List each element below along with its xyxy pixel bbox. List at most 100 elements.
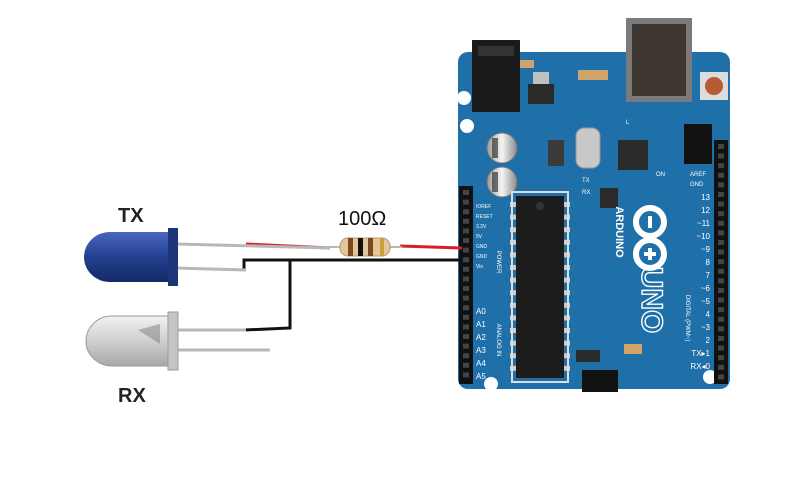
header-socket bbox=[463, 286, 469, 291]
rx-led-label: RX bbox=[582, 190, 590, 196]
digital-pin-label: ~10 bbox=[696, 232, 710, 241]
rx-led bbox=[85, 311, 270, 371]
smd-component bbox=[578, 70, 608, 80]
digital-pin-label: RX◂0 bbox=[690, 362, 710, 371]
header-socket bbox=[463, 209, 469, 215]
tx-led bbox=[84, 228, 331, 286]
reset-button bbox=[705, 77, 723, 95]
resistor-value-label: 100Ω bbox=[338, 208, 387, 230]
header-socket bbox=[463, 276, 469, 282]
chip-socket bbox=[511, 191, 569, 383]
power-pin-label: IOREF bbox=[476, 204, 491, 210]
atmega-body bbox=[516, 196, 564, 378]
tx-led-cathode-lead bbox=[175, 266, 247, 272]
icsp-header-top bbox=[684, 124, 712, 164]
crystal-oscillator bbox=[575, 127, 601, 169]
capacitor-stripe bbox=[492, 172, 498, 192]
header-socket bbox=[718, 192, 724, 197]
mounting-hole bbox=[703, 370, 717, 384]
header-socket bbox=[718, 278, 724, 284]
capacitor bbox=[486, 132, 518, 164]
smd-component bbox=[600, 188, 618, 208]
header-socket bbox=[463, 343, 469, 349]
tx-led-dome bbox=[84, 232, 168, 282]
digital-header-label: DIGITAL (PWM~) bbox=[684, 295, 690, 342]
analog-pin-label: A5 bbox=[476, 372, 486, 381]
digital-pin-label: ~6 bbox=[701, 284, 711, 293]
arduino-logo bbox=[633, 205, 667, 271]
header-socket bbox=[463, 218, 469, 224]
header-socket bbox=[718, 355, 724, 361]
tx-led-rim bbox=[168, 228, 178, 286]
header-socket bbox=[718, 182, 724, 188]
gnd-label: GND bbox=[690, 182, 704, 188]
atmega-chip bbox=[510, 196, 570, 378]
header-socket bbox=[463, 334, 469, 339]
capacitor-stripe bbox=[492, 138, 498, 158]
header-socket bbox=[463, 247, 469, 253]
smd-component bbox=[520, 60, 534, 68]
digital-pin-label: TX▸1 bbox=[691, 349, 710, 358]
header-socket bbox=[463, 238, 469, 243]
header-socket bbox=[718, 211, 724, 217]
analog-header-label: ANALOG IN bbox=[495, 324, 501, 357]
header-socket bbox=[463, 190, 469, 195]
resistor-band bbox=[368, 238, 373, 256]
resistor-band bbox=[380, 238, 384, 256]
power-pin-label: GND bbox=[476, 244, 488, 250]
analog-pin-label: A3 bbox=[476, 346, 486, 355]
power-pin-label: 3.3V bbox=[476, 224, 487, 230]
voltage-regulator bbox=[528, 84, 554, 104]
analog-pin-label: A2 bbox=[476, 333, 486, 342]
header-socket bbox=[718, 163, 724, 169]
resistor bbox=[328, 237, 402, 257]
header-socket bbox=[718, 336, 724, 341]
dc-jack-top bbox=[478, 46, 514, 56]
digital-pin-label: ~9 bbox=[701, 245, 711, 254]
mounting-hole bbox=[457, 91, 471, 105]
wiring bbox=[242, 242, 463, 332]
power-analog-header bbox=[459, 186, 473, 384]
power-pin-label: GND bbox=[476, 254, 488, 260]
header-socket bbox=[463, 228, 469, 234]
power-pin-label: Vin bbox=[476, 264, 483, 270]
board-brand-text: ARDUINO bbox=[613, 206, 625, 258]
icsp-header-bottom bbox=[582, 370, 618, 392]
analog-pin-label: A0 bbox=[476, 307, 486, 316]
black-wire-rx bbox=[243, 260, 292, 332]
mounting-hole bbox=[460, 119, 474, 133]
header-socket bbox=[463, 372, 469, 378]
header-socket bbox=[718, 249, 724, 255]
tx-led-label: TX bbox=[582, 178, 590, 184]
header-socket bbox=[718, 230, 724, 236]
header-socket bbox=[463, 295, 469, 301]
header-socket bbox=[463, 362, 469, 368]
header-socket bbox=[718, 288, 724, 293]
smd-chip bbox=[548, 140, 564, 166]
smd-component bbox=[624, 344, 642, 354]
header-socket bbox=[718, 220, 724, 226]
on-led-label: ON bbox=[656, 172, 665, 178]
header-socket bbox=[718, 307, 724, 313]
digital-pin-label: 13 bbox=[701, 193, 710, 202]
header-socket bbox=[718, 144, 724, 149]
power-header-label: POWER bbox=[495, 251, 501, 274]
digital-pin-label: ~11 bbox=[697, 219, 711, 228]
header-socket bbox=[463, 324, 469, 330]
rx-label: RX bbox=[118, 385, 146, 407]
rx-led-rim bbox=[167, 311, 179, 371]
black-wire-tx bbox=[242, 258, 462, 270]
l-led-label: L bbox=[626, 120, 630, 126]
header-socket bbox=[718, 374, 724, 380]
tx-label: TX bbox=[118, 205, 144, 227]
digital-pin-label: 8 bbox=[706, 258, 711, 267]
header-socket bbox=[463, 353, 469, 359]
header-socket bbox=[718, 268, 724, 274]
digital-pin-label: ~5 bbox=[701, 297, 711, 306]
regulator-tab bbox=[533, 72, 549, 84]
